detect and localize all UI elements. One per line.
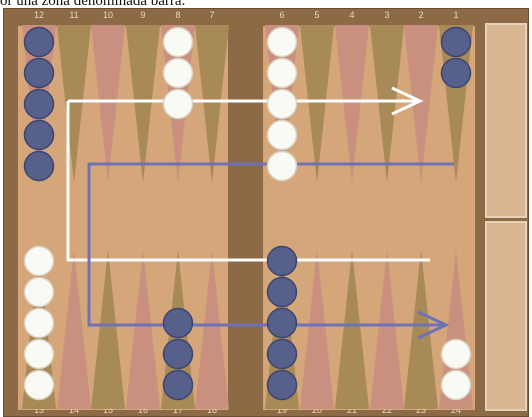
blue-checker[interactable] <box>164 371 193 400</box>
white-checker[interactable] <box>442 340 471 369</box>
white-checker[interactable] <box>164 90 193 119</box>
white-checker[interactable] <box>268 90 297 119</box>
white-checker[interactable] <box>268 121 297 150</box>
point-top-3[interactable] <box>370 25 404 183</box>
white-checker[interactable] <box>25 309 54 338</box>
white-checker[interactable] <box>268 152 297 181</box>
blue-checker[interactable] <box>442 28 471 57</box>
blue-checker[interactable] <box>268 309 297 338</box>
point-bottom-22[interactable] <box>370 250 404 409</box>
point-top-4[interactable] <box>335 25 369 183</box>
blue-checker[interactable] <box>25 90 54 119</box>
blue-checker[interactable] <box>25 28 54 57</box>
blue-checker[interactable] <box>268 247 297 276</box>
point-bottom-18[interactable] <box>195 250 229 409</box>
point-top-2[interactable] <box>404 25 438 183</box>
blue-checker[interactable] <box>268 371 297 400</box>
point-top-7[interactable] <box>195 25 229 183</box>
white-checker[interactable] <box>164 28 193 57</box>
blue-checker[interactable] <box>25 121 54 150</box>
point-bottom-14[interactable] <box>57 250 91 409</box>
point-top-5[interactable] <box>300 25 334 183</box>
point-top-11[interactable] <box>57 25 91 183</box>
blue-checker[interactable] <box>442 59 471 88</box>
white-checker[interactable] <box>164 59 193 88</box>
blue-checker[interactable] <box>268 278 297 307</box>
white-checker[interactable] <box>25 278 54 307</box>
white-checker[interactable] <box>268 28 297 57</box>
white-checker[interactable] <box>268 59 297 88</box>
point-bottom-15[interactable] <box>91 250 125 409</box>
blue-checker[interactable] <box>25 152 54 181</box>
blue-checker[interactable] <box>268 340 297 369</box>
blue-checker[interactable] <box>164 309 193 338</box>
point-top-10[interactable] <box>91 25 125 183</box>
white-checker[interactable] <box>25 247 54 276</box>
point-bottom-20[interactable] <box>300 250 334 409</box>
white-checker[interactable] <box>442 371 471 400</box>
blue-checker[interactable] <box>25 59 54 88</box>
white-checker[interactable] <box>25 340 54 369</box>
point-bottom-16[interactable] <box>126 250 160 409</box>
point-top-9[interactable] <box>126 25 160 183</box>
white-checker[interactable] <box>25 371 54 400</box>
white-route-arrow <box>68 101 430 260</box>
point-bottom-21[interactable] <box>335 250 369 409</box>
blue-checker[interactable] <box>164 340 193 369</box>
